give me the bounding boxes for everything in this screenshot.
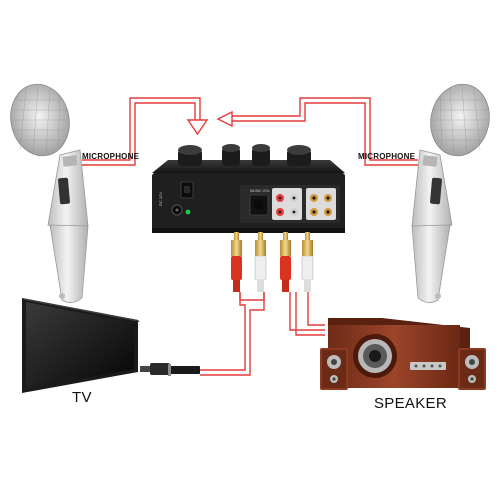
mixer-icon: DC 12V MUSIC VOL [152, 144, 345, 233]
microphone-left-label: MICROPHONE [82, 152, 140, 161]
knobs [178, 144, 311, 166]
mic-panel-label: MUSIC VOL [250, 189, 270, 193]
arrow-right-mic [216, 110, 233, 128]
cables [82, 97, 418, 376]
cable-speaker [289, 292, 325, 331]
dc-label: DC 12V [158, 192, 163, 206]
cable-right-mic [232, 97, 418, 161]
speaker-system-icon [320, 318, 486, 390]
tv-icon [22, 298, 200, 393]
arrow-left-mic [186, 119, 209, 136]
microphone-left-icon [10, 83, 89, 303]
microphone-right-label: MICROPHONE [358, 152, 416, 161]
cable-tv [200, 292, 246, 371]
tv-label: TV [72, 389, 92, 406]
speaker-label: SPEAKER [374, 395, 447, 412]
microphone-right-icon [411, 83, 490, 303]
rca-plugs-icon [231, 232, 314, 292]
power-led [185, 209, 191, 215]
cable-left-mic [82, 97, 201, 161]
